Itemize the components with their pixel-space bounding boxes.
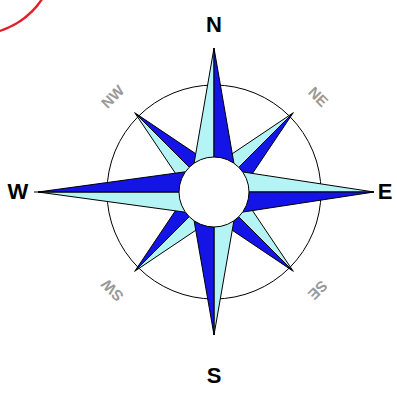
intercardinal-label: SE xyxy=(306,278,331,303)
intercardinal-label: SW xyxy=(98,276,126,304)
red-circle-fragment xyxy=(0,0,54,34)
intercardinal-label: NW xyxy=(98,82,126,110)
cardinal-label: S xyxy=(207,365,222,387)
inner-hub xyxy=(179,157,249,227)
cardinal-label: W xyxy=(8,181,29,203)
intercardinal-label: NE xyxy=(305,83,330,108)
cardinal-label: N xyxy=(206,14,222,36)
cardinal-label: E xyxy=(378,181,393,203)
